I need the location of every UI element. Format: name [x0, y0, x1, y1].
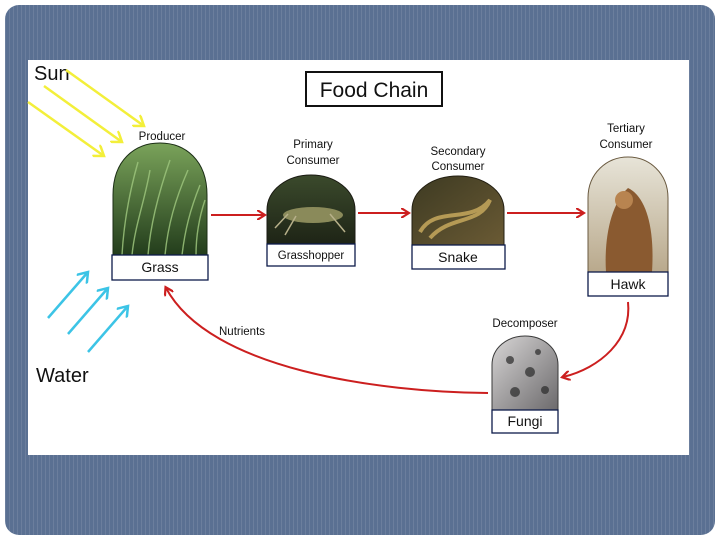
arrow-fungi-to-grass [166, 288, 489, 394]
primary-consumer-label-line2: Consumer [286, 155, 339, 167]
title-box [305, 71, 443, 107]
nutrients-label: Nutrients [219, 326, 265, 338]
grasshopper-label: Grasshopper [278, 250, 345, 262]
snake-label-box [411, 244, 506, 270]
grasshopper-label-box [266, 243, 356, 267]
grass-image [112, 142, 208, 256]
hawk-label: Hawk [610, 276, 646, 292]
secondary-consumer-label-line2: Consumer [431, 161, 484, 173]
hawk-image [587, 156, 669, 273]
fungi-label-box [491, 409, 559, 434]
tertiary-consumer-label-line2: Consumer [599, 139, 652, 151]
fungi-label: Fungi [507, 413, 542, 429]
decomposer-label: Decomposer [492, 318, 557, 330]
sun-rays-icon [27, 68, 144, 156]
diagram-title: Food Chain [320, 79, 429, 102]
water-label: Water [36, 365, 89, 387]
fungi-image [491, 335, 559, 411]
hawk-label-box [587, 271, 669, 297]
water-arrows-icon [47, 272, 128, 353]
grass-label-box [111, 254, 209, 281]
snake-label: Snake [438, 249, 478, 265]
grasshopper-image [266, 174, 356, 245]
primary-consumer-label-line1: Primary [293, 139, 333, 151]
tertiary-consumer-label-line1: Tertiary [607, 123, 645, 135]
snake-image [411, 175, 505, 246]
secondary-consumer-label-line1: Secondary [431, 146, 486, 158]
arrow-hawk-to-fungi [563, 301, 630, 377]
grass-label: Grass [141, 259, 178, 275]
sun-label: Sun [34, 63, 70, 85]
producer-label: Producer [139, 131, 186, 143]
